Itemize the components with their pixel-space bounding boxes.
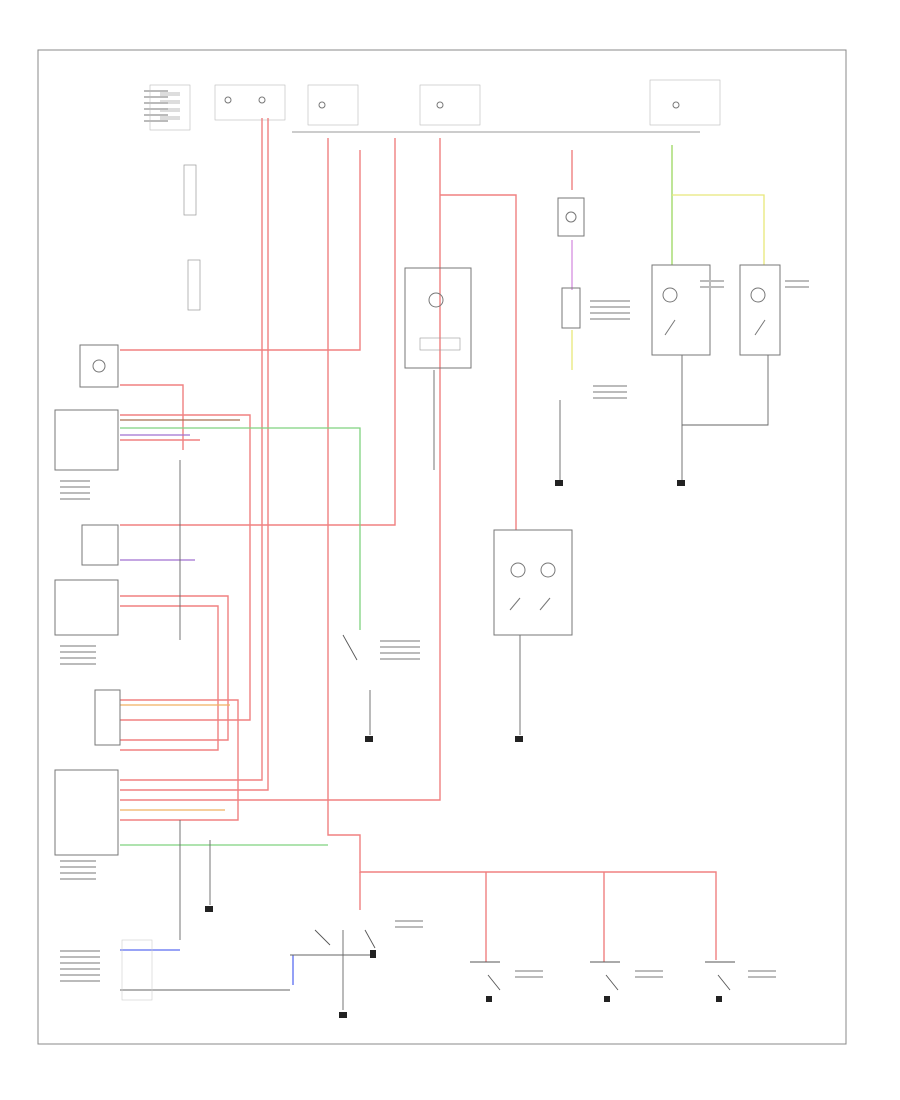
body-control-module <box>54 409 153 1001</box>
red-wires <box>120 118 717 962</box>
top-fuse-area <box>149 79 721 133</box>
door-lamp-left <box>651 264 711 356</box>
light-switch-box <box>557 197 585 237</box>
black-wires <box>120 355 769 1010</box>
dome-lamp <box>404 267 472 369</box>
fuse-block-3 <box>307 84 359 126</box>
diagram-frame <box>37 49 847 1045</box>
key-switch-box <box>561 287 581 329</box>
small-relays <box>183 164 201 311</box>
fuse-block-5 <box>649 79 721 126</box>
fuse-block-1 <box>149 84 191 131</box>
accent-wires <box>120 145 765 985</box>
door-lamp-right <box>739 264 781 356</box>
fuse-block-4 <box>419 84 481 126</box>
ground-points <box>205 480 722 1018</box>
dimmer-switch <box>79 344 119 388</box>
label-marks <box>60 90 809 982</box>
door-switch <box>314 634 735 991</box>
fuse-block-2 <box>214 84 286 121</box>
map-lamps <box>493 529 573 636</box>
